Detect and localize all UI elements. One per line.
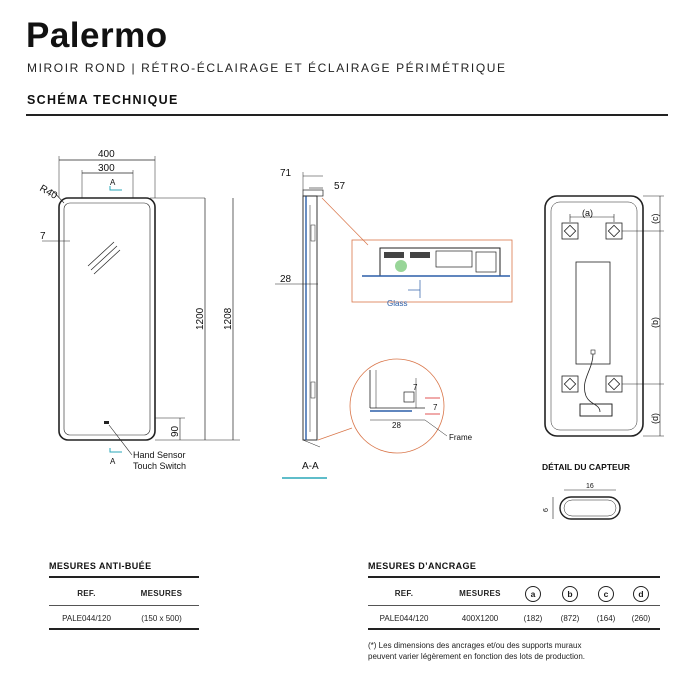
- dim-bottom: 90: [170, 425, 181, 437]
- dim-radius: R40: [38, 183, 60, 202]
- antifog-ref: PALE044/120: [62, 614, 111, 623]
- detail-top: [321, 197, 513, 303]
- anchor-header-mesures: MESURES: [459, 589, 501, 598]
- anchor-mesures: 400X1200: [461, 614, 499, 623]
- sensor-height: 6: [543, 508, 550, 512]
- back-panel: [575, 261, 611, 365]
- back-dim-b: (b): [650, 317, 660, 328]
- section-marker-label-bottom: A: [110, 457, 116, 466]
- dim-edge: 7: [40, 231, 46, 242]
- antifog-mesures: (150 x 500): [141, 614, 182, 623]
- anchor-value-a: (182): [523, 614, 543, 623]
- dim-side-top-1: 71: [280, 168, 292, 179]
- anchor-value-c: (164): [596, 614, 616, 623]
- mirror-outline: [58, 197, 156, 441]
- sensor-width: 16: [586, 483, 594, 490]
- back-outline: [544, 195, 644, 437]
- detail-dim-7b: 7: [433, 403, 438, 412]
- back-dim-a: (a): [582, 208, 593, 218]
- antifog-rule-top: [49, 576, 199, 578]
- antifog-header-mesures: MESURES: [140, 589, 183, 598]
- anchor-points: [561, 222, 623, 393]
- anchor-ref: PALE044/120: [379, 614, 429, 623]
- sensor-label-1: Hand Sensor: [133, 450, 186, 460]
- section-title: SCHÉMA TECHNIQUE: [27, 93, 179, 107]
- detail-dim-7a: 7: [413, 383, 418, 392]
- anchor-header-a: a: [525, 586, 541, 602]
- dim-width-inner: 300: [98, 163, 115, 174]
- detail-bottom-circle: [349, 358, 445, 454]
- anchor-header-ref: REF.: [394, 589, 414, 598]
- sensor-shape: [559, 496, 621, 520]
- detail-top-frame: [351, 239, 513, 303]
- anchor-rule-top: [368, 576, 660, 578]
- dim-height-inner: 1200: [195, 307, 206, 330]
- dim-height-outer: 1208: [223, 307, 234, 330]
- header-rule: [26, 114, 668, 116]
- back-dim-c: (c): [650, 214, 660, 225]
- section-marker-bottom: [109, 448, 122, 453]
- reflection-line: [93, 249, 121, 275]
- anchor-note: (*) Les dimensions des ancrages et/ou de…: [368, 641, 586, 661]
- antifog-rule-bottom: [49, 628, 199, 630]
- sensor-marker: [104, 421, 109, 424]
- dim-width-outer: 400: [98, 149, 115, 160]
- dim-side-depth: 28: [280, 274, 292, 285]
- detail-dim-28: 28: [392, 421, 401, 430]
- antifog-rule-mid: [49, 605, 199, 606]
- detail-frame-label: Frame: [449, 433, 473, 442]
- anchor-rule-mid: [368, 605, 660, 606]
- antifog-header-ref: REF.: [77, 589, 96, 598]
- page-subtitle: MIROIR ROND | RÉTRO-ÉCLAIRAGE ET ÉCLAIRA…: [27, 61, 507, 75]
- anchor-header-d: d: [633, 586, 649, 602]
- section-name: A-A: [302, 461, 319, 472]
- antifog-title: MESURES ANTI-BUÉE: [49, 561, 152, 571]
- dim-side-top-2: 57: [334, 181, 346, 192]
- detail-bottom: [317, 358, 448, 454]
- front-view: [42, 156, 240, 456]
- sensor-detail: [552, 489, 621, 520]
- back-dim-d: (d): [650, 413, 660, 424]
- detail-glass-label: Glass: [387, 299, 407, 308]
- reflection-line: [90, 245, 118, 271]
- mirror-inner-outline: [63, 202, 151, 436]
- anchor-header-b: b: [562, 586, 578, 602]
- sensor-label-2: Touch Switch: [133, 461, 186, 471]
- side-view: [275, 172, 324, 448]
- anchor-value-b: (872): [560, 614, 580, 623]
- section-marker-label: A: [110, 178, 116, 187]
- anchor-title: MESURES D’ANCRAGE: [368, 561, 477, 571]
- anchor-value-d: (260): [631, 614, 651, 623]
- anchor-header-c: c: [598, 586, 614, 602]
- page-title: Palermo: [26, 16, 168, 55]
- anchor-rule-bottom: [368, 628, 660, 630]
- reflection-line: [87, 241, 115, 267]
- sensor-detail-title: DÉTAIL DU CAPTEUR: [542, 462, 630, 472]
- section-marker-top: [109, 186, 122, 191]
- back-dims: [569, 195, 664, 437]
- back-view: [544, 195, 644, 437]
